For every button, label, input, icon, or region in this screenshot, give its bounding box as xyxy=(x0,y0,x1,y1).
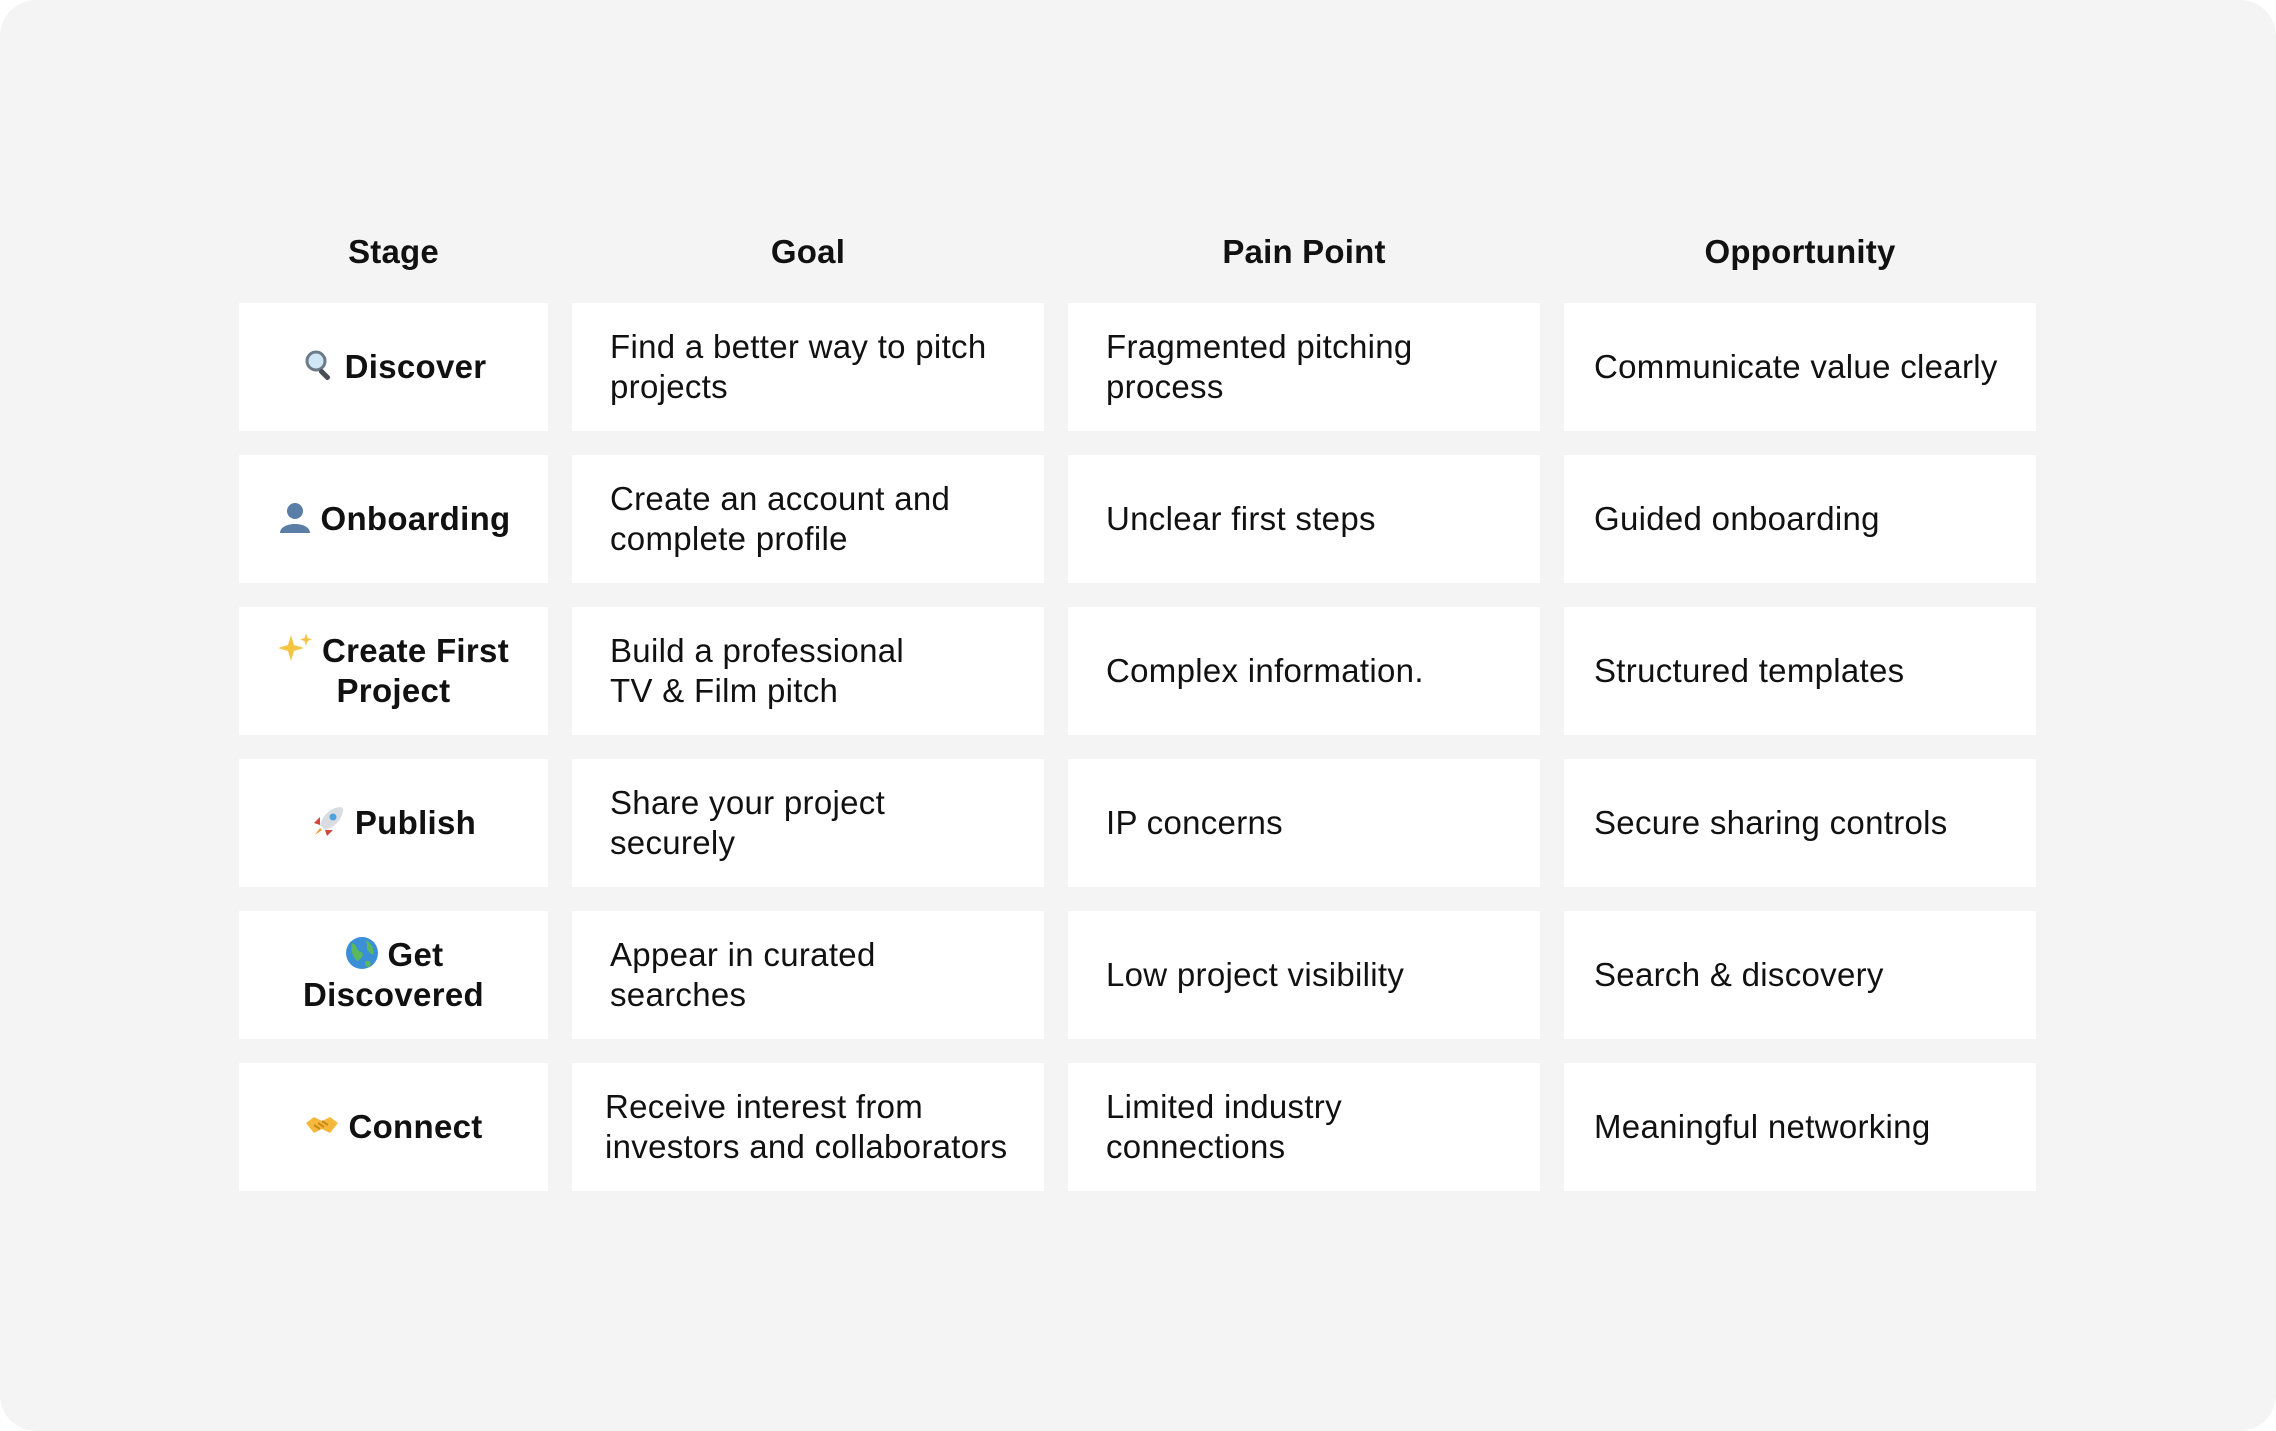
sparkles-icon xyxy=(277,631,314,667)
opportunity-cell: Secure sharing controls xyxy=(1564,759,2036,887)
pain-point-cell: Limited industry connections xyxy=(1068,1063,1540,1191)
goal-cell: Appear in curated searches xyxy=(572,911,1044,1039)
journey-map-table: Stage Goal Pain Point Opportunity Discov… xyxy=(239,225,2036,1191)
handshake-icon xyxy=(304,1107,340,1143)
header-stage: Stage xyxy=(348,233,439,270)
header-pain-point: Pain Point xyxy=(1222,233,1386,270)
goal-cell: Share your project securely xyxy=(572,759,1044,887)
magnifying-glass-icon xyxy=(301,347,337,383)
stage-label: Onboarding xyxy=(320,500,511,537)
goal-cell: Create an account and complete profile xyxy=(572,455,1044,583)
opportunity-cell: Search & discovery xyxy=(1564,911,2036,1039)
header-goal: Goal xyxy=(770,233,846,270)
user-silhouette-icon xyxy=(277,499,313,535)
stage-cell-connect: Connect xyxy=(239,1063,548,1191)
goal-cell: Build a professional TV & Film pitch xyxy=(572,607,1044,735)
stage-cell-onboarding: Onboarding xyxy=(239,455,548,583)
stage-label: Publish xyxy=(354,804,477,841)
opportunity-cell: Guided onboarding xyxy=(1564,455,2036,583)
pain-point-cell: Low project visibility xyxy=(1068,911,1540,1039)
globe-icon xyxy=(344,935,380,971)
stage-cell-create-first-project: Create First Project xyxy=(239,607,548,735)
opportunity-cell: Meaningful networking xyxy=(1564,1063,2036,1191)
header-opportunity: Opportunity xyxy=(1704,233,1896,270)
opportunity-cell: Communicate value clearly xyxy=(1564,303,2036,431)
stage-label: Get Discovered xyxy=(303,936,484,1013)
stage-cell-publish: Publish xyxy=(239,759,548,887)
pain-point-cell: Unclear first steps xyxy=(1068,455,1540,583)
pain-point-cell: Fragmented pitching process xyxy=(1068,303,1540,431)
goal-cell: Find a better way to pitch projects xyxy=(572,303,1044,431)
stage-label: Connect xyxy=(348,1108,483,1145)
stage-cell-discover: Discover xyxy=(239,303,548,431)
stage-label: Create First Project xyxy=(321,632,509,709)
opportunity-cell: Structured templates xyxy=(1564,607,2036,735)
pain-point-cell: Complex information. xyxy=(1068,607,1540,735)
stage-label: Discover xyxy=(344,348,487,385)
rocket-icon xyxy=(311,803,347,839)
stage-cell-get-discovered: Get Discovered xyxy=(239,911,548,1039)
pain-point-cell: IP concerns xyxy=(1068,759,1540,887)
goal-cell: Receive interest from investors and coll… xyxy=(572,1063,1044,1191)
